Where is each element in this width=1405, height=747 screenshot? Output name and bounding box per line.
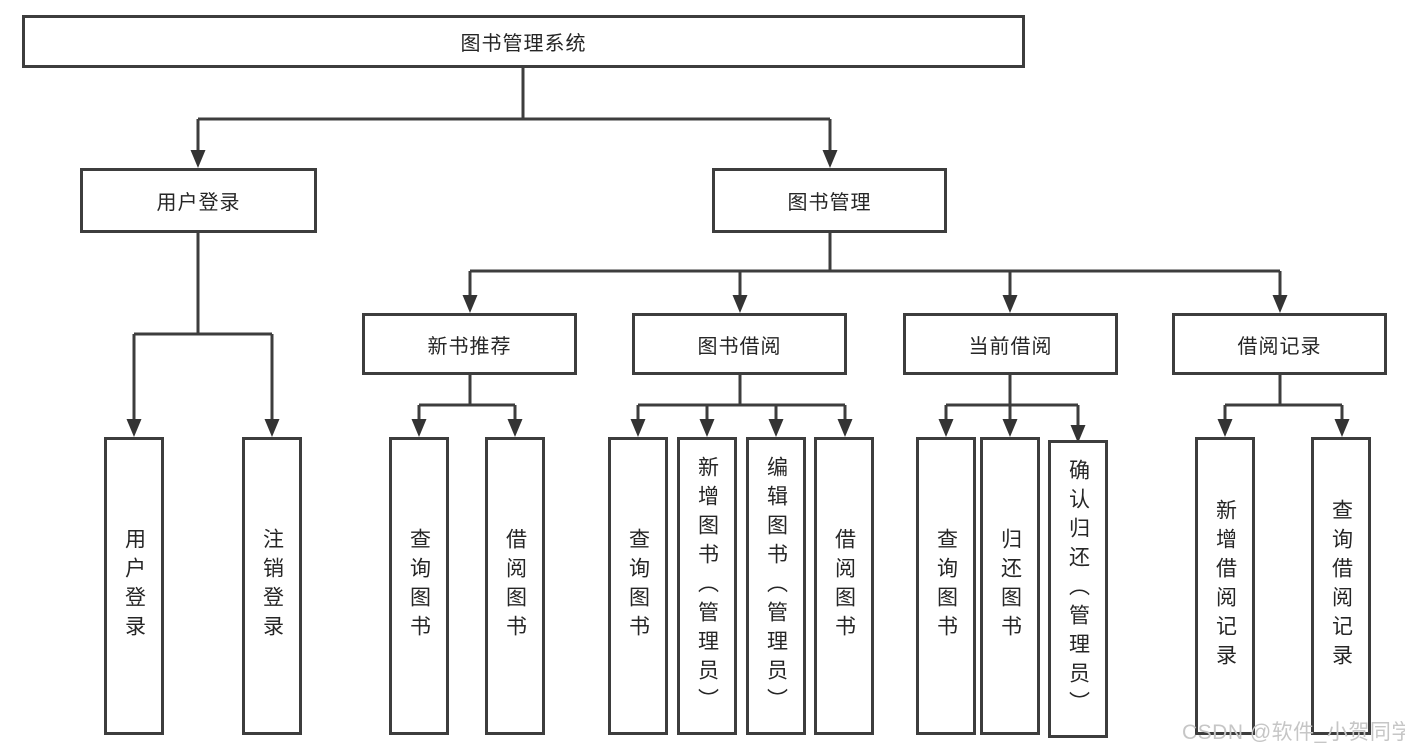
leaf-borrow-books-recommend: 借阅图书 — [485, 437, 545, 735]
leaf-query-books-current: 查询图书 — [916, 437, 976, 735]
leaf-borrow-books: 借阅图书 — [814, 437, 874, 735]
leaf-logout-label: 注销登录 — [260, 528, 284, 644]
leaf-edit-book-admin: 编辑图书（管理员） — [746, 437, 806, 735]
node-current-borrowing-label: 当前借阅 — [968, 335, 1053, 358]
leaf-edit-book-admin-label: 编辑图书（管理员） — [764, 455, 788, 717]
node-borrowing-records: 借阅记录 — [1172, 313, 1387, 375]
node-book-borrowing-label: 图书借阅 — [697, 335, 782, 358]
node-user-login: 用户登录 — [80, 168, 317, 233]
csdn-watermark: CSDN @软件_小贺同学 — [1182, 721, 1405, 744]
leaf-user-login: 用户登录 — [104, 437, 164, 735]
leaf-query-books-borrow-label: 查询图书 — [626, 528, 650, 644]
node-book-management: 图书管理 — [712, 168, 947, 233]
leaf-borrow-books-recommend-label: 借阅图书 — [503, 528, 527, 644]
leaf-confirm-return-admin-label: 确认归还（管理员） — [1066, 458, 1090, 720]
leaf-query-books-current-label: 查询图书 — [934, 528, 958, 644]
node-root-system: 图书管理系统 — [22, 15, 1025, 68]
leaf-return-book-label: 归还图书 — [998, 528, 1022, 644]
node-borrowing-records-label: 借阅记录 — [1237, 335, 1322, 358]
node-root-system-label: 图书管理系统 — [460, 33, 587, 55]
leaf-query-books-recommend-label: 查询图书 — [407, 528, 431, 644]
leaf-add-book-admin-label: 新增图书（管理员） — [695, 455, 719, 717]
leaf-query-borrow-record-label: 查询借阅记录 — [1329, 499, 1353, 673]
leaf-query-books-borrow: 查询图书 — [608, 437, 668, 735]
node-new-book-recommendation-label: 新书推荐 — [427, 335, 512, 358]
node-current-borrowing: 当前借阅 — [903, 313, 1118, 375]
leaf-query-borrow-record: 查询借阅记录 — [1311, 437, 1371, 735]
leaf-logout: 注销登录 — [242, 437, 302, 735]
leaf-query-books-recommend: 查询图书 — [389, 437, 449, 735]
leaf-confirm-return-admin: 确认归还（管理员） — [1048, 440, 1108, 738]
leaf-add-borrow-record-label: 新增借阅记录 — [1213, 499, 1237, 673]
node-new-book-recommendation: 新书推荐 — [362, 313, 577, 375]
leaf-user-login-label: 用户登录 — [122, 528, 146, 644]
node-book-borrowing: 图书借阅 — [632, 313, 847, 375]
leaf-return-book: 归还图书 — [980, 437, 1040, 735]
leaf-add-book-admin: 新增图书（管理员） — [677, 437, 737, 735]
node-user-login-label: 用户登录 — [156, 192, 241, 214]
node-book-management-label: 图书管理 — [787, 192, 872, 214]
leaf-borrow-books-label: 借阅图书 — [832, 528, 856, 644]
leaf-add-borrow-record: 新增借阅记录 — [1195, 437, 1255, 735]
